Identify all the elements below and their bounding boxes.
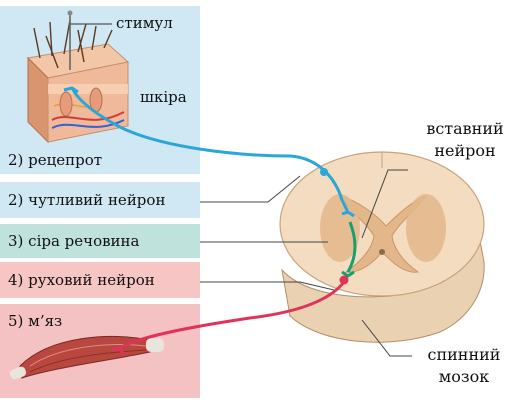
motor-neuron-label: 4) руховий нейрон (8, 271, 155, 289)
skin-label: шкіра (140, 88, 187, 106)
sensory-ganglion-icon (320, 168, 328, 176)
interneuron-label-line2: нейрон (412, 140, 518, 162)
interneuron-label: вставний нейрон (412, 118, 518, 162)
interneuron-label-line1: вставний (412, 118, 518, 140)
spinal-cord-section-illustration (280, 152, 484, 342)
muscle-label: 5) м’яз (8, 312, 62, 330)
spinal-cord-label: спинний мозок (412, 344, 516, 388)
gray-matter-label: 3) сіра речовина (8, 232, 139, 250)
spinal-cord-label-line1: спинний (412, 344, 516, 366)
receptor-label: 2) рецепрот (8, 151, 102, 169)
stimulus-label: стимул (116, 14, 173, 32)
sensory-leader-line (200, 176, 300, 202)
spinal-cord-label-line2: мозок (412, 366, 516, 388)
sensory-neuron-label: 2) чутливий нейрон (8, 191, 165, 209)
muscle-illustration (9, 336, 164, 380)
